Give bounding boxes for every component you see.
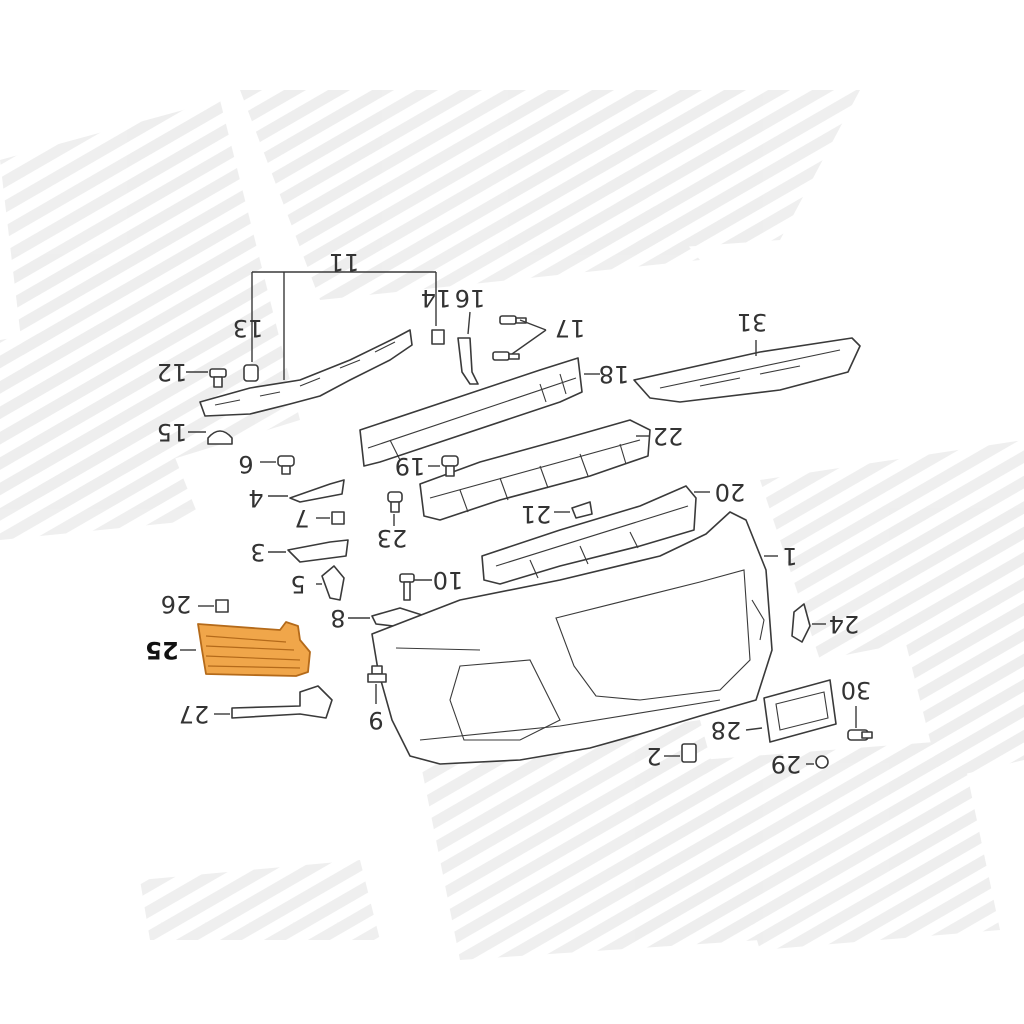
callout-1: 1 bbox=[782, 542, 797, 570]
callout-7: 7 bbox=[294, 504, 309, 532]
support-20 bbox=[481, 485, 697, 585]
callout-31: 31 bbox=[737, 308, 768, 336]
molding-3 bbox=[287, 539, 349, 563]
cover-2 bbox=[681, 743, 697, 763]
callout-19: 19 bbox=[395, 452, 426, 480]
fastener-30 bbox=[847, 729, 873, 741]
callout-12: 12 bbox=[157, 358, 188, 386]
bumper-fascia-1 bbox=[371, 511, 773, 765]
callout-8: 8 bbox=[330, 604, 345, 632]
watermark bbox=[0, 90, 1024, 960]
callout-27: 27 bbox=[179, 700, 210, 728]
callout-labels: 11 13 12 15 14 16 17 18 31 22 6 19 20 4 … bbox=[145, 248, 871, 778]
grille-25 bbox=[197, 621, 311, 677]
callout-25: 25 bbox=[145, 636, 178, 664]
callout-16: 16 bbox=[455, 284, 486, 312]
callout-2: 2 bbox=[646, 742, 661, 770]
nut-29 bbox=[815, 755, 829, 769]
screw-12 bbox=[209, 368, 227, 388]
callout-15: 15 bbox=[157, 418, 188, 446]
clip-13 bbox=[243, 364, 259, 382]
callout-30: 30 bbox=[841, 676, 872, 704]
fastener-9 bbox=[367, 665, 387, 683]
screw-6 bbox=[277, 455, 295, 475]
callout-20: 20 bbox=[715, 478, 746, 506]
absorber-31 bbox=[633, 337, 861, 403]
callout-23: 23 bbox=[377, 524, 408, 552]
callout-29: 29 bbox=[771, 750, 802, 778]
bracket-16 bbox=[457, 337, 479, 385]
callout-10: 10 bbox=[433, 566, 464, 594]
absorber-22 bbox=[419, 419, 651, 521]
callout-11: 11 bbox=[329, 248, 360, 276]
screw-19 bbox=[441, 455, 459, 477]
callout-13: 13 bbox=[233, 314, 264, 342]
leader-lines bbox=[180, 271, 857, 765]
clip-14 bbox=[431, 329, 445, 345]
cover-24 bbox=[791, 603, 811, 643]
callout-24: 24 bbox=[829, 610, 860, 638]
license-bracket-28 bbox=[763, 679, 837, 743]
impact-bar-18 bbox=[359, 357, 583, 467]
bolt-10 bbox=[399, 573, 415, 601]
bracket-11 bbox=[199, 329, 413, 417]
callout-18: 18 bbox=[599, 360, 630, 388]
clip-21 bbox=[571, 501, 593, 519]
callout-22: 22 bbox=[653, 422, 684, 450]
callout-17: 17 bbox=[555, 314, 586, 342]
callout-4: 4 bbox=[248, 484, 263, 512]
nut-15 bbox=[207, 430, 233, 445]
callout-26: 26 bbox=[161, 590, 192, 618]
callout-6: 6 bbox=[238, 450, 253, 478]
bolts-17 bbox=[492, 315, 527, 361]
molding-4 bbox=[289, 479, 345, 503]
callout-5: 5 bbox=[290, 570, 305, 598]
callout-21: 21 bbox=[521, 500, 552, 528]
clip-26 bbox=[215, 599, 229, 613]
callout-3: 3 bbox=[250, 538, 265, 566]
molding-27 bbox=[231, 685, 333, 719]
screw-23 bbox=[387, 491, 403, 513]
bracket-5 bbox=[321, 565, 345, 601]
callout-9: 9 bbox=[368, 706, 383, 734]
callout-14: 14 bbox=[421, 284, 452, 312]
clip-7 bbox=[331, 511, 345, 525]
callout-28: 28 bbox=[711, 716, 742, 744]
